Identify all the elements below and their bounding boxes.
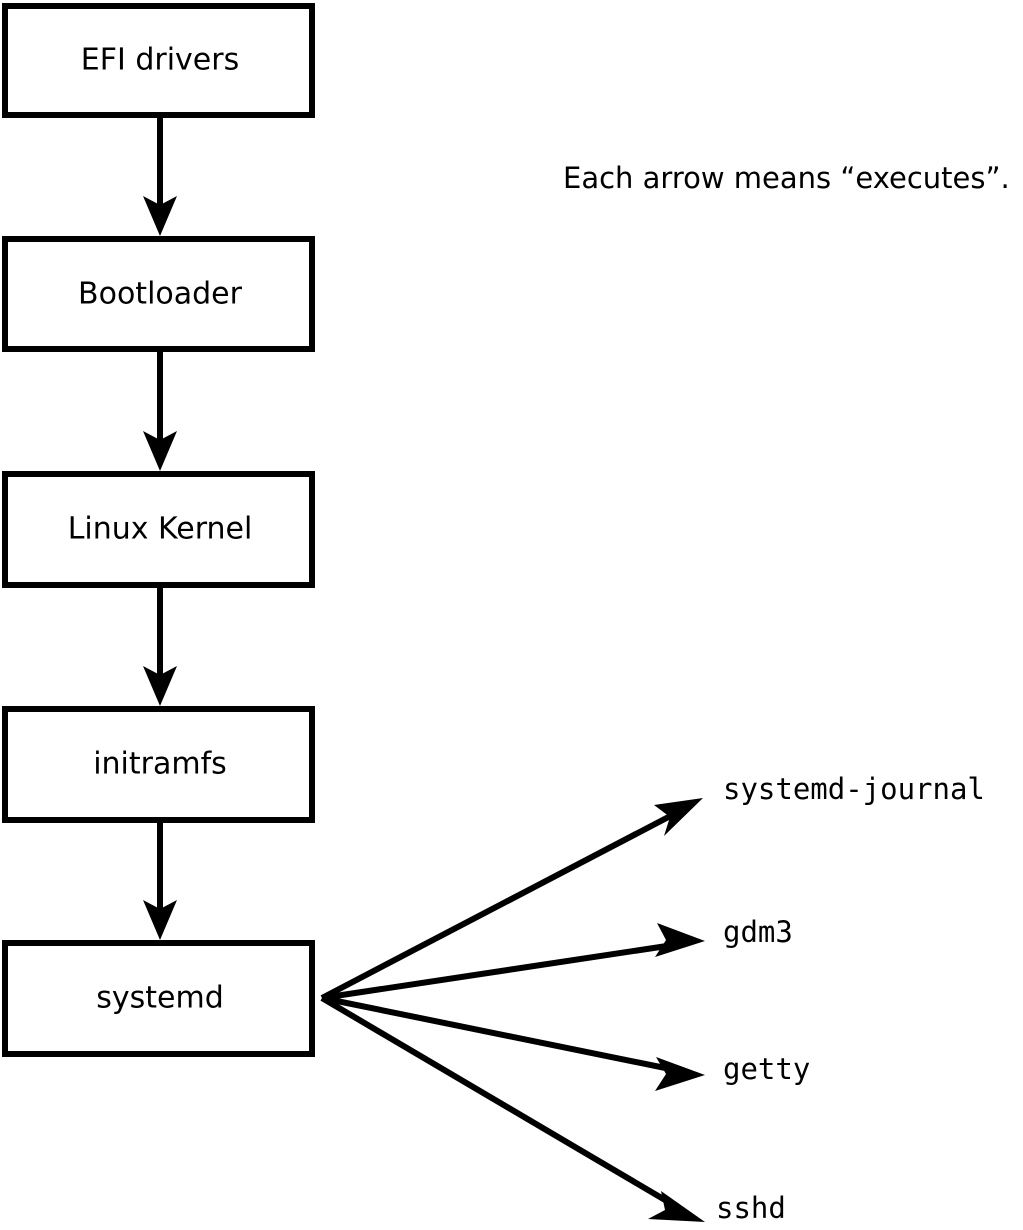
service-label-gdm3: gdm3 <box>723 915 793 949</box>
chain-arrow-kernel-to-initramfs <box>143 588 177 706</box>
fanout-arrow-getty <box>321 995 705 1091</box>
fanout-arrow-systemd-journal <box>320 798 703 1001</box>
stage-box-efi-drivers[interactable]: EFI drivers <box>2 3 315 118</box>
service-label-getty: getty <box>723 1052 810 1086</box>
service-label-sshd: sshd <box>716 1191 786 1225</box>
stage-label-systemd: systemd <box>96 981 224 1016</box>
stage-label-linux-kernel: Linux Kernel <box>68 512 253 547</box>
stage-box-linux-kernel[interactable]: Linux Kernel <box>2 471 315 588</box>
service-label-systemd-journal: systemd-journal <box>723 772 985 806</box>
chain-arrow-efi-to-bootloader <box>143 118 177 236</box>
stage-box-systemd[interactable]: systemd <box>2 940 315 1057</box>
legend-note: Each arrow means “executes”. <box>563 161 1010 195</box>
fanout-arrow-sshd <box>320 995 705 1222</box>
stage-label-bootloader: Bootloader <box>78 277 243 312</box>
fanout-arrow-gdm3 <box>321 923 705 1001</box>
stage-box-initramfs[interactable]: initramfs <box>2 706 315 823</box>
chain-arrow-bootloader-to-kernel <box>143 352 177 471</box>
stage-label-initramfs: initramfs <box>93 747 227 782</box>
stage-box-bootloader[interactable]: Bootloader <box>2 236 315 352</box>
stage-label-efi-drivers: EFI drivers <box>81 43 239 78</box>
chain-arrow-initramfs-to-systemd <box>143 823 177 940</box>
